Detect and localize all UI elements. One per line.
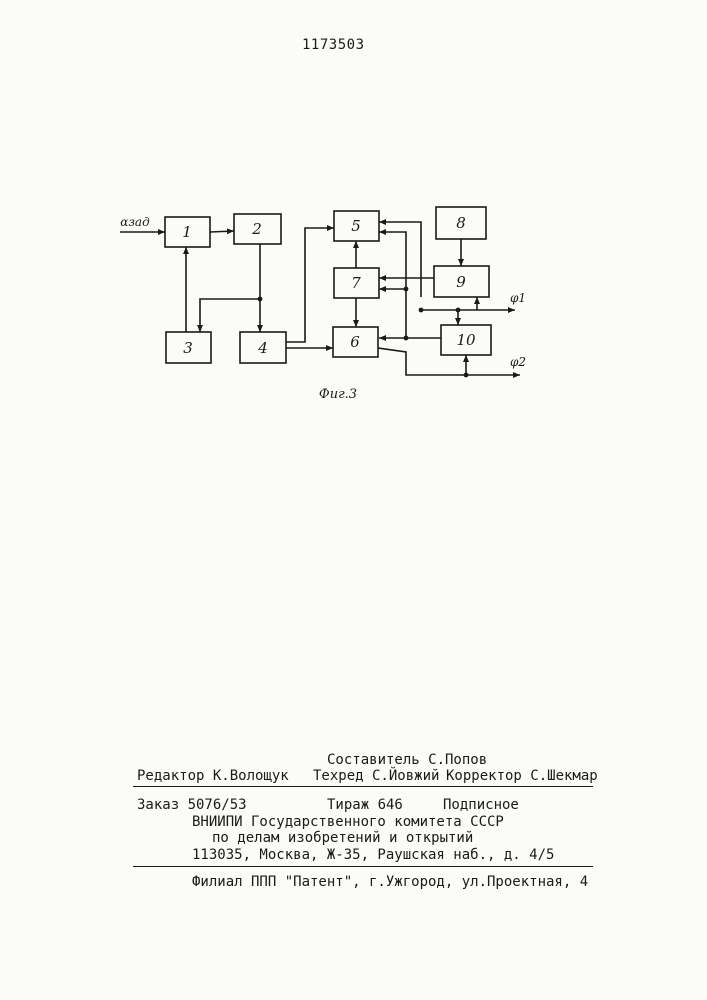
block-label: 4 [257, 339, 268, 357]
block-label: 1 [182, 223, 192, 241]
block-label: 5 [351, 217, 361, 235]
block-label: 8 [456, 214, 466, 232]
input-label: αзад [120, 215, 150, 229]
divider [133, 786, 593, 787]
org-line1: ВНИИПИ Государственного комитета СССР [192, 814, 504, 830]
org-address: 113035, Москва, Ж-35, Раушская наб., д. … [192, 847, 554, 863]
block-diagram: 1 2 3 4 5 6 7 8 9 10 αзад φ1 φ2 Фиг.3 [0, 0, 707, 420]
branch: Филиал ППП "Патент", г.Ужгород, ул.Проек… [192, 874, 588, 890]
org-line2: по делам изобретений и открытий [212, 830, 473, 846]
divider [133, 866, 593, 867]
block-label: 7 [351, 274, 361, 292]
output-label-phi2: φ2 [510, 355, 526, 369]
compiler: Составитель С.Попов [327, 752, 487, 768]
editor: Редактор К.Волощук [137, 768, 289, 784]
circulation: Тираж 646 [327, 797, 403, 813]
output-label-phi1: φ1 [510, 291, 526, 305]
block-label: 10 [456, 331, 476, 349]
techred: Техред С.Йовжий [313, 768, 439, 784]
order: Заказ 5076/53 [137, 797, 247, 813]
block-label: 6 [350, 333, 360, 351]
block-label: 2 [251, 220, 262, 238]
block-label: 9 [456, 273, 466, 291]
block-label: 3 [183, 339, 193, 357]
subscription: Подписное [443, 797, 519, 813]
corrector: Корректор С.Шекмар [446, 768, 598, 784]
figure-caption: Фиг.3 [319, 387, 357, 402]
